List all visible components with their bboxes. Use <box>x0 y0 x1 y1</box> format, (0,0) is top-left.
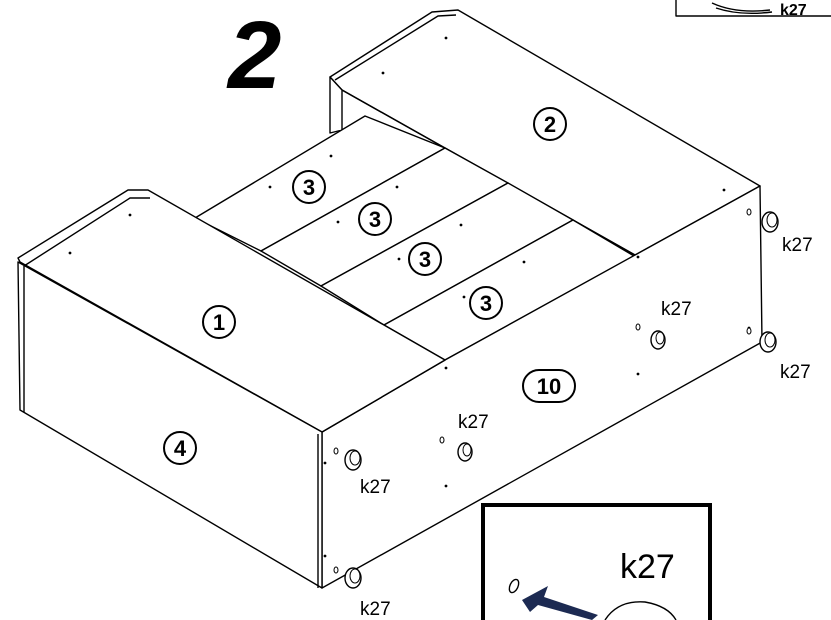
badge-1: 1 <box>202 305 236 339</box>
foot-6 <box>344 567 362 589</box>
svg-text:3: 3 <box>419 247 431 272</box>
feet <box>333 208 779 589</box>
badge-3b: 3 <box>358 202 392 236</box>
svg-text:4: 4 <box>174 436 187 461</box>
panel-4 <box>17 261 323 589</box>
foot-4 <box>457 442 473 462</box>
badge-10: 10 <box>522 369 576 403</box>
badge-3c: 3 <box>408 242 442 276</box>
svg-text:10: 10 <box>537 374 561 399</box>
part-badges: 2 3 3 3 3 1 4 10 <box>163 107 576 465</box>
svg-text:3: 3 <box>303 175 315 200</box>
fitting-label: k27 <box>782 235 813 256</box>
fitting-labels: k27 k27 k27 k27 k27 k27 <box>360 235 813 620</box>
fitting-label: k27 <box>360 477 391 498</box>
svg-text:1: 1 <box>213 310 225 335</box>
pilot-holes <box>333 208 752 574</box>
svg-text:3: 3 <box>480 291 492 316</box>
svg-text:3: 3 <box>369 207 381 232</box>
corner-inset-label: k27 <box>780 2 807 19</box>
badge-3d: 3 <box>469 286 503 320</box>
arrow-icon <box>522 586 598 620</box>
badge-4: 4 <box>163 431 197 465</box>
badge-3a: 3 <box>292 170 326 204</box>
fitting-label: k27 <box>458 412 489 433</box>
corner-inset: k27 <box>675 0 831 19</box>
svg-text:2: 2 <box>544 112 556 137</box>
fitting-label: k27 <box>780 362 811 383</box>
foot-2 <box>759 331 777 353</box>
fitting-label: k27 <box>360 599 391 620</box>
step-number: 2 <box>226 2 281 109</box>
detail-inset: k27 <box>481 503 712 620</box>
fitting-label: k27 <box>661 299 692 320</box>
detail-inset-label: k27 <box>620 548 675 586</box>
foot-3 <box>650 330 666 350</box>
badge-2: 2 <box>533 107 567 141</box>
foot-5 <box>344 449 362 471</box>
foot-1 <box>761 211 779 233</box>
